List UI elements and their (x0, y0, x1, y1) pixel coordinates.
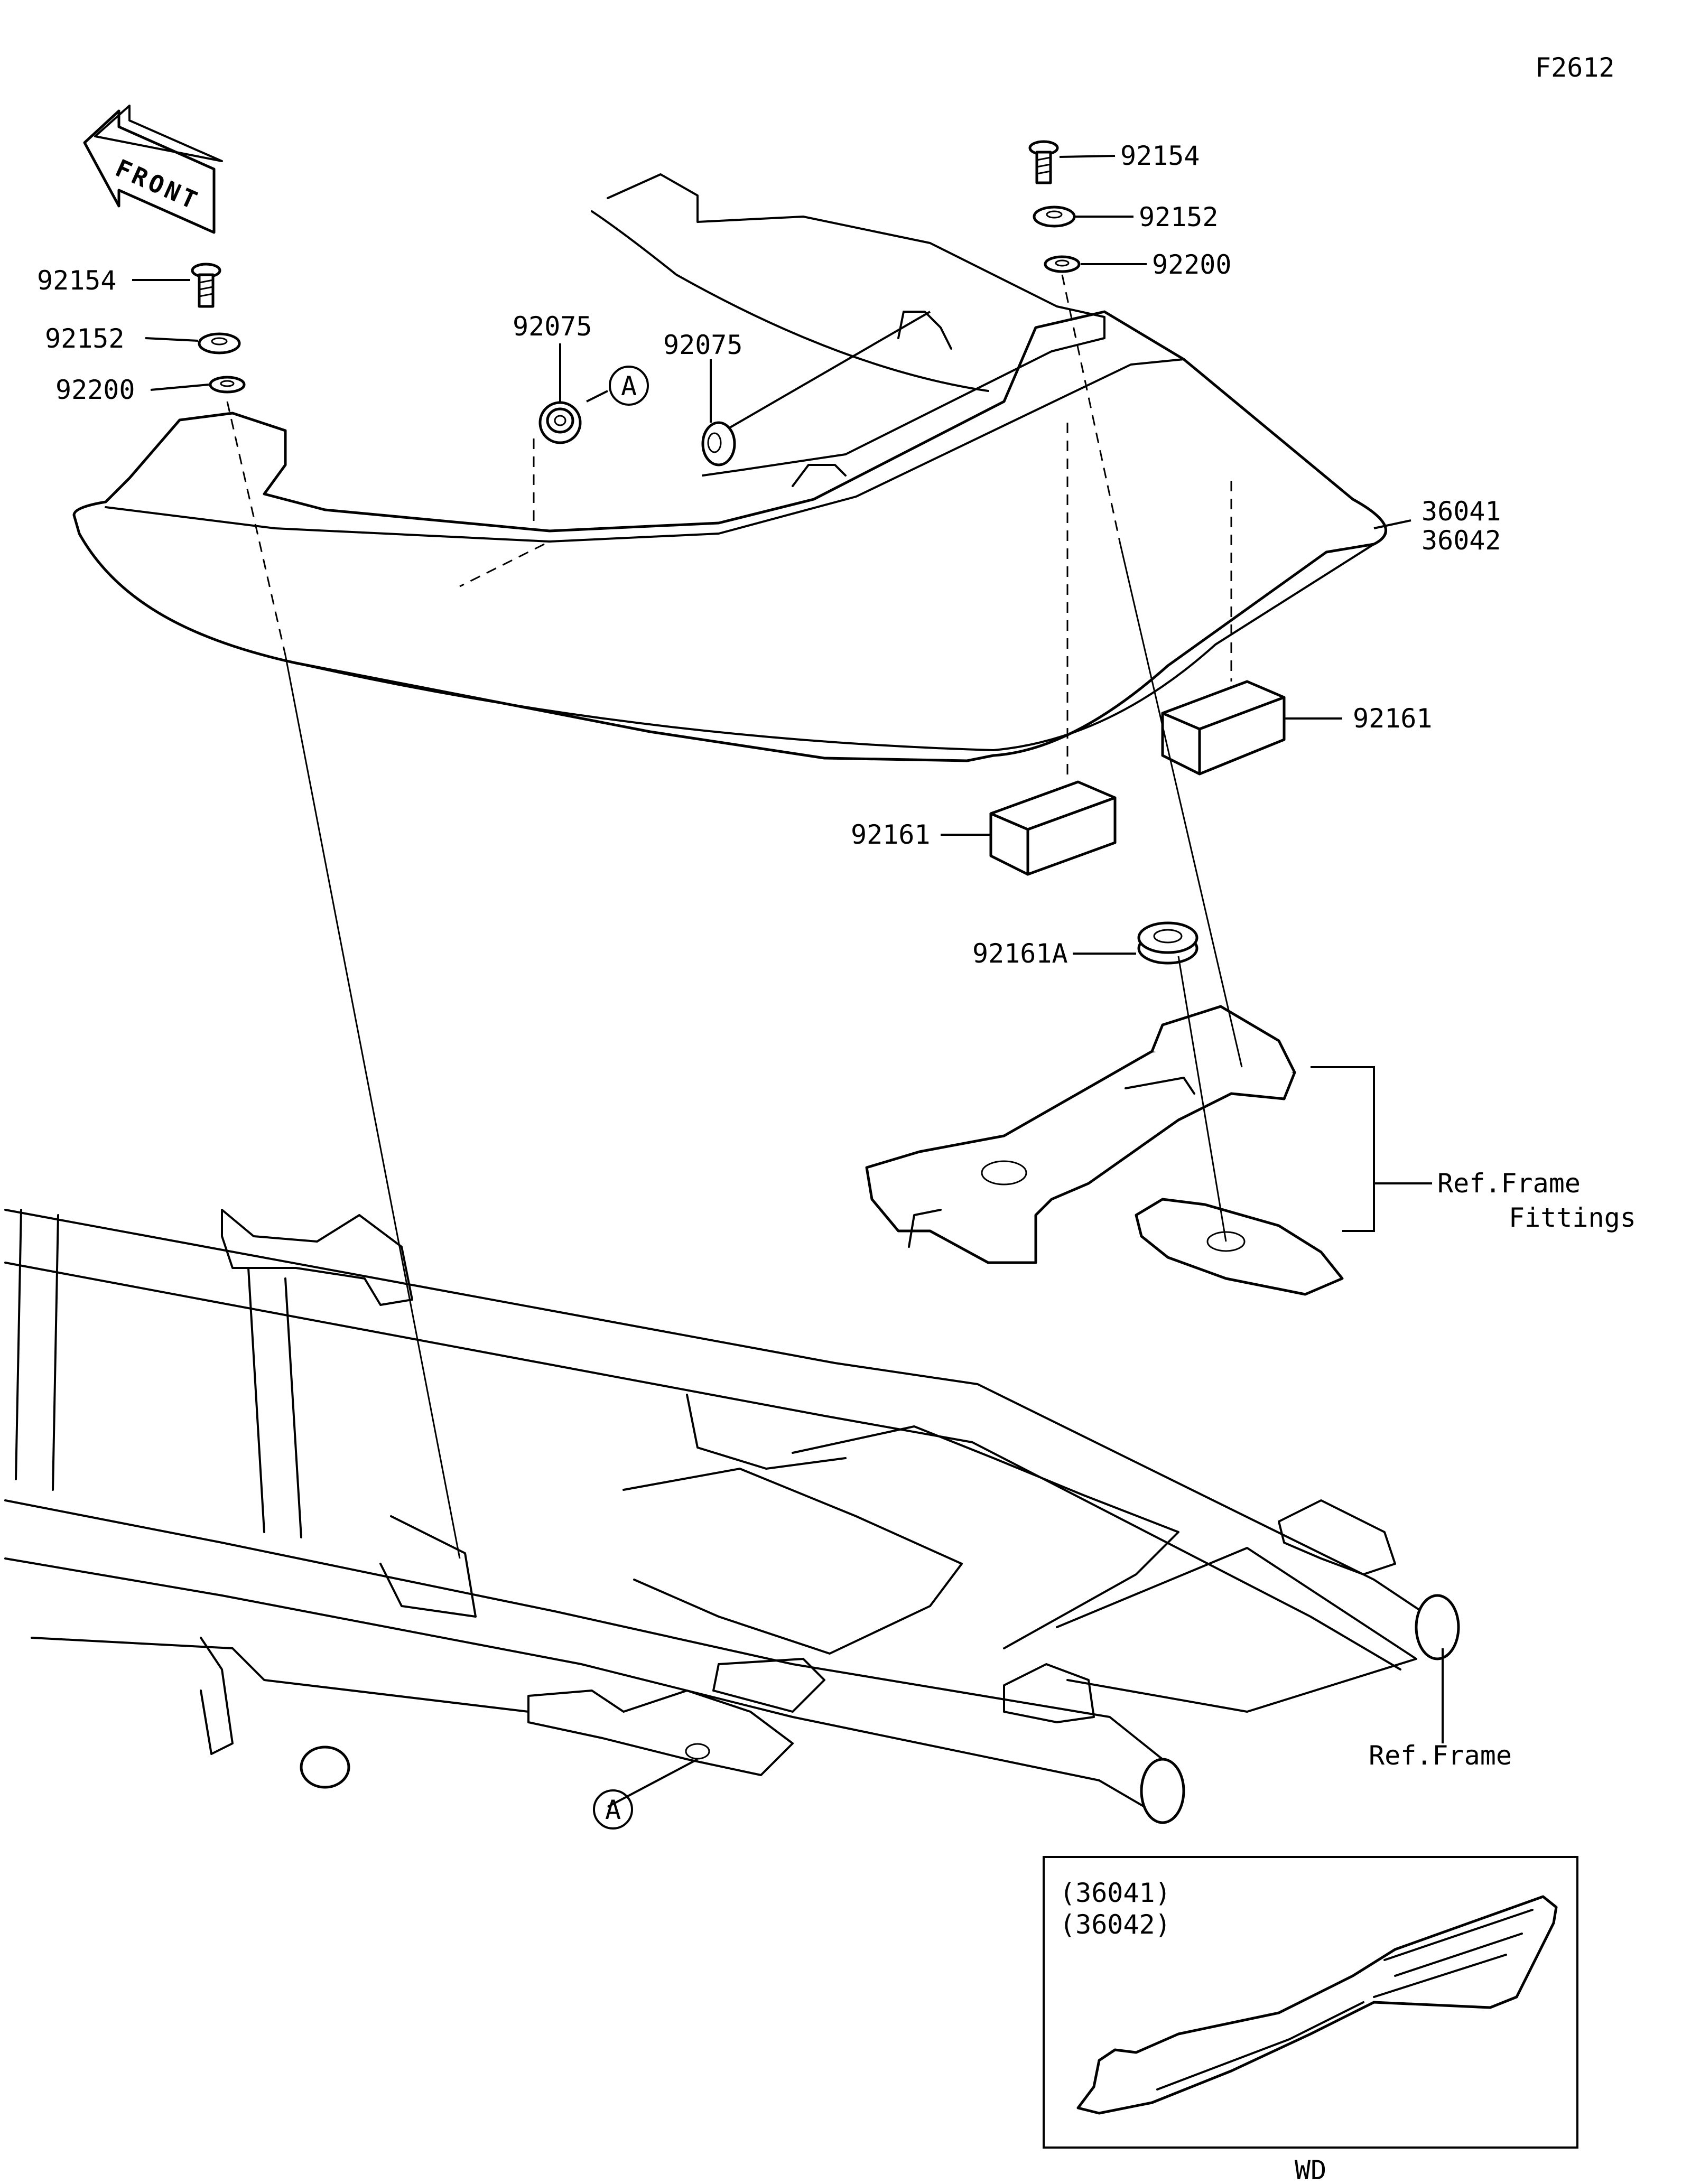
collar-left-icon (198, 332, 241, 354)
bolt-right-icon (1028, 140, 1059, 184)
callout-frame: Ref.Frame (1369, 1740, 1512, 1771)
callout-grommet-b: 92075 (663, 330, 743, 360)
callout-bolt-left: 92154 (37, 265, 117, 296)
callout-pad-left: 92161 (851, 819, 931, 850)
callout-cover-2: 36042 (1421, 525, 1501, 556)
pad-left-icon (989, 780, 1117, 876)
ref-mark-bottom-label: A (605, 1795, 621, 1825)
figure-code: F2612 (1535, 52, 1615, 83)
frame-part (4, 1209, 1460, 1824)
callout-bolt-right: 92154 (1120, 141, 1200, 171)
frame-fittings-part (865, 1005, 1344, 1296)
grommet-b-icon (701, 421, 736, 466)
front-arrow-icon: FRONT (83, 105, 223, 234)
callout-collar-right: 92152 (1139, 202, 1219, 232)
callout-washer-right: 92200 (1152, 249, 1232, 280)
assembly-dash-lines (226, 274, 1243, 1559)
callout-cover-1: 36041 (1421, 496, 1501, 527)
callout-frame-fittings-2: Fittings (1509, 1202, 1636, 1233)
callout-pad-right: 92161 (1353, 703, 1433, 734)
inset-cover-icon (1076, 1895, 1558, 2115)
bolt-left-icon (191, 263, 221, 308)
seat-cover-part (72, 173, 1387, 762)
leader-lines (132, 155, 1444, 1808)
ref-mark-bottom: A (593, 1789, 633, 1830)
callout-frame-fittings-1: Ref.Frame (1437, 1168, 1581, 1199)
inset-part-2: (36042) (1060, 1909, 1171, 1940)
damper-icon (1137, 921, 1198, 965)
ref-mark-top-label: A (621, 371, 637, 402)
callout-damper: 92161A (972, 938, 1068, 969)
callout-grommet-a: 92075 (513, 311, 592, 342)
washer-left-icon (209, 376, 246, 394)
callout-washer-left: 92200 (55, 375, 135, 405)
collar-right-icon (1033, 206, 1076, 228)
callout-collar-left: 92152 (45, 323, 125, 354)
ref-mark-top: A (609, 366, 649, 406)
inset-part-1: (36041) (1060, 1878, 1171, 1908)
grommet-a-icon (538, 401, 582, 444)
inset-box: (36041) (36042) WD (1043, 1856, 1578, 2184)
washer-right-icon (1044, 255, 1081, 273)
pad-right-icon (1161, 680, 1286, 776)
inset-caption: WD (1295, 2155, 1326, 2184)
